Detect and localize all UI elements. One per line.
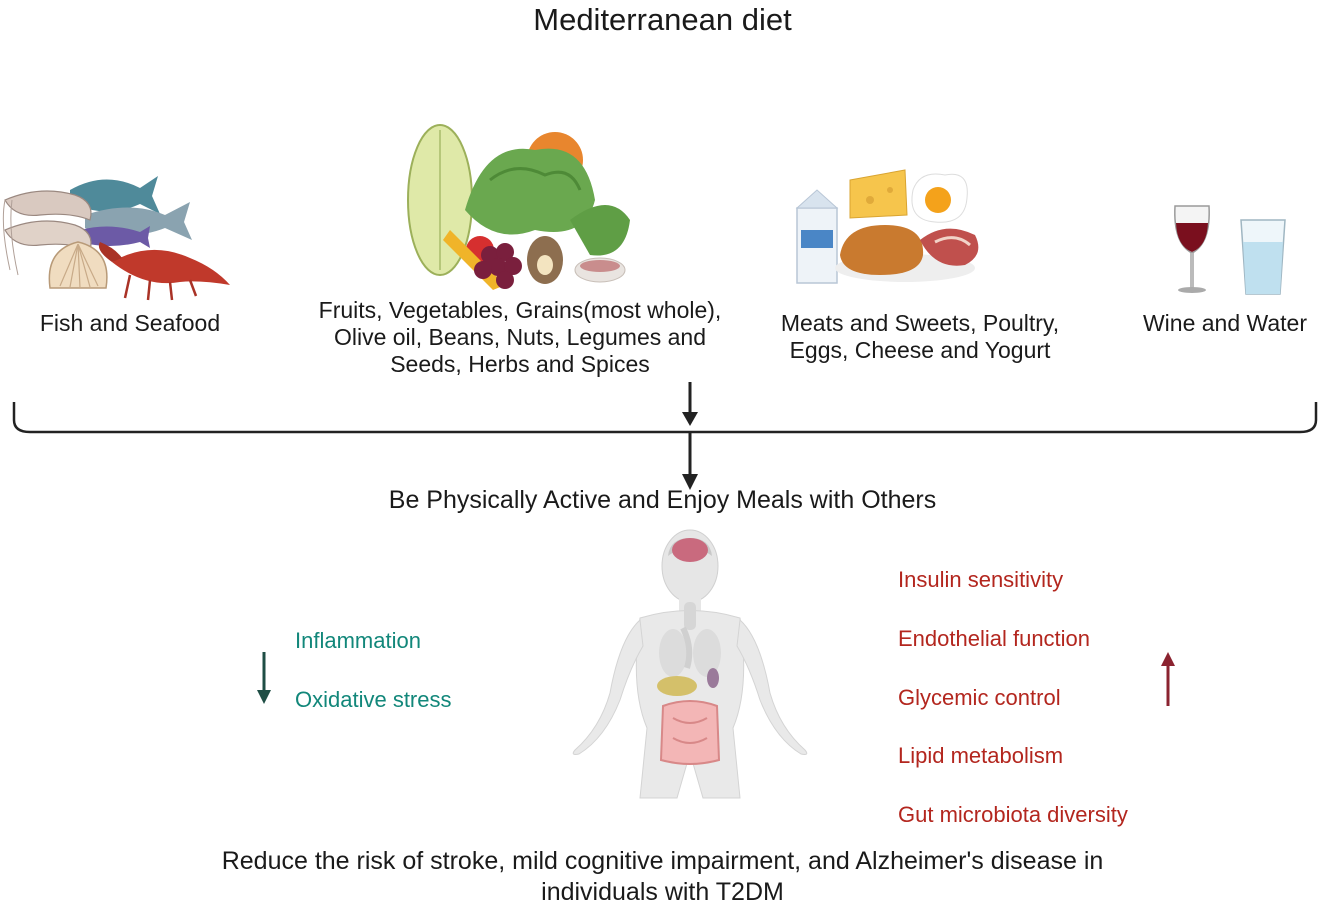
increase-arrow-icon bbox=[1161, 652, 1175, 706]
meats-dairy-label: Meats and Sweets, Poultry, Eggs, Cheese … bbox=[780, 310, 1060, 363]
down-arrow-lower bbox=[682, 433, 698, 490]
effect-oxidative-stress: Oxidative stress bbox=[295, 687, 452, 712]
grouping-brace bbox=[12, 402, 1318, 434]
diagram-title: Mediterranean diet bbox=[533, 2, 792, 37]
wine-water-icon bbox=[1174, 205, 1286, 295]
effect-endothelial-function: Endothelial function bbox=[898, 626, 1091, 651]
effect-gut-microbiota: Gut microbiota diversity bbox=[898, 802, 1128, 827]
fish-seafood-icon bbox=[2, 176, 230, 301]
effect-inflammation: Inflammation bbox=[295, 628, 421, 653]
effect-insulin-sensitivity: Insulin sensitivity bbox=[898, 567, 1064, 592]
fish-seafood-label: Fish and Seafood bbox=[39, 310, 221, 336]
effect-lipid-metabolism: Lipid metabolism bbox=[898, 743, 1064, 768]
effect-glycemic-control: Glycemic control bbox=[898, 685, 1061, 710]
down-arrow-upper bbox=[682, 382, 698, 426]
decrease-arrow-icon bbox=[257, 652, 271, 704]
activity-text: Be Physically Active and Enjoy Meals wit… bbox=[388, 486, 937, 514]
fruits-vegetables-icon bbox=[407, 124, 630, 290]
human-body-icon bbox=[572, 529, 808, 799]
meats-dairy-icon bbox=[795, 169, 979, 284]
fruits-vegetables-label: Fruits, Vegetables, Grains(most whole), … bbox=[318, 297, 722, 377]
conclusion-text: Reduce the risk of stroke, mild cognitiv… bbox=[221, 847, 1104, 906]
wine-water-label: Wine and Water bbox=[1142, 310, 1308, 336]
